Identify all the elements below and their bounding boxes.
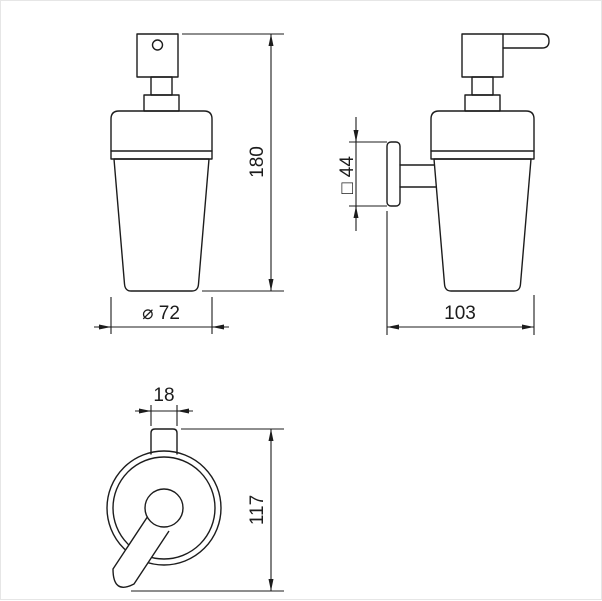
pump-neck	[150, 76, 173, 96]
dim-label-height: 180	[247, 146, 268, 178]
dim-label-overall-height: 117	[247, 495, 268, 525]
dim-label-tab-width: 18	[153, 385, 174, 406]
view-wall-bracket-front: 18 117	[106, 385, 284, 592]
body-cap	[110, 110, 213, 160]
holder-arm	[112, 515, 170, 588]
pump-head	[461, 33, 504, 78]
pump-orifice	[151, 39, 164, 51]
pump-collar	[143, 94, 180, 112]
body-cap	[430, 110, 535, 160]
bracket-top-tab	[150, 428, 178, 455]
dim-label-depth: 103	[444, 303, 476, 324]
bracket-hub-circle	[144, 488, 184, 528]
glass-body	[113, 158, 210, 292]
glass-body	[433, 158, 532, 292]
view-dispenser-side: □ 44 103	[337, 33, 550, 335]
bracket-outer-circle	[106, 450, 222, 566]
dim-label-mount-plate: □ 44	[337, 156, 358, 194]
bracket-inner-circle	[112, 456, 216, 560]
pump-collar	[464, 94, 501, 112]
dim-label-diameter: ⌀ 72	[142, 303, 180, 324]
pump-neck	[471, 76, 494, 96]
view-dispenser-front: 180 ⌀ 72	[94, 33, 284, 334]
pump-spout	[502, 33, 550, 49]
wall-plate	[386, 141, 401, 207]
